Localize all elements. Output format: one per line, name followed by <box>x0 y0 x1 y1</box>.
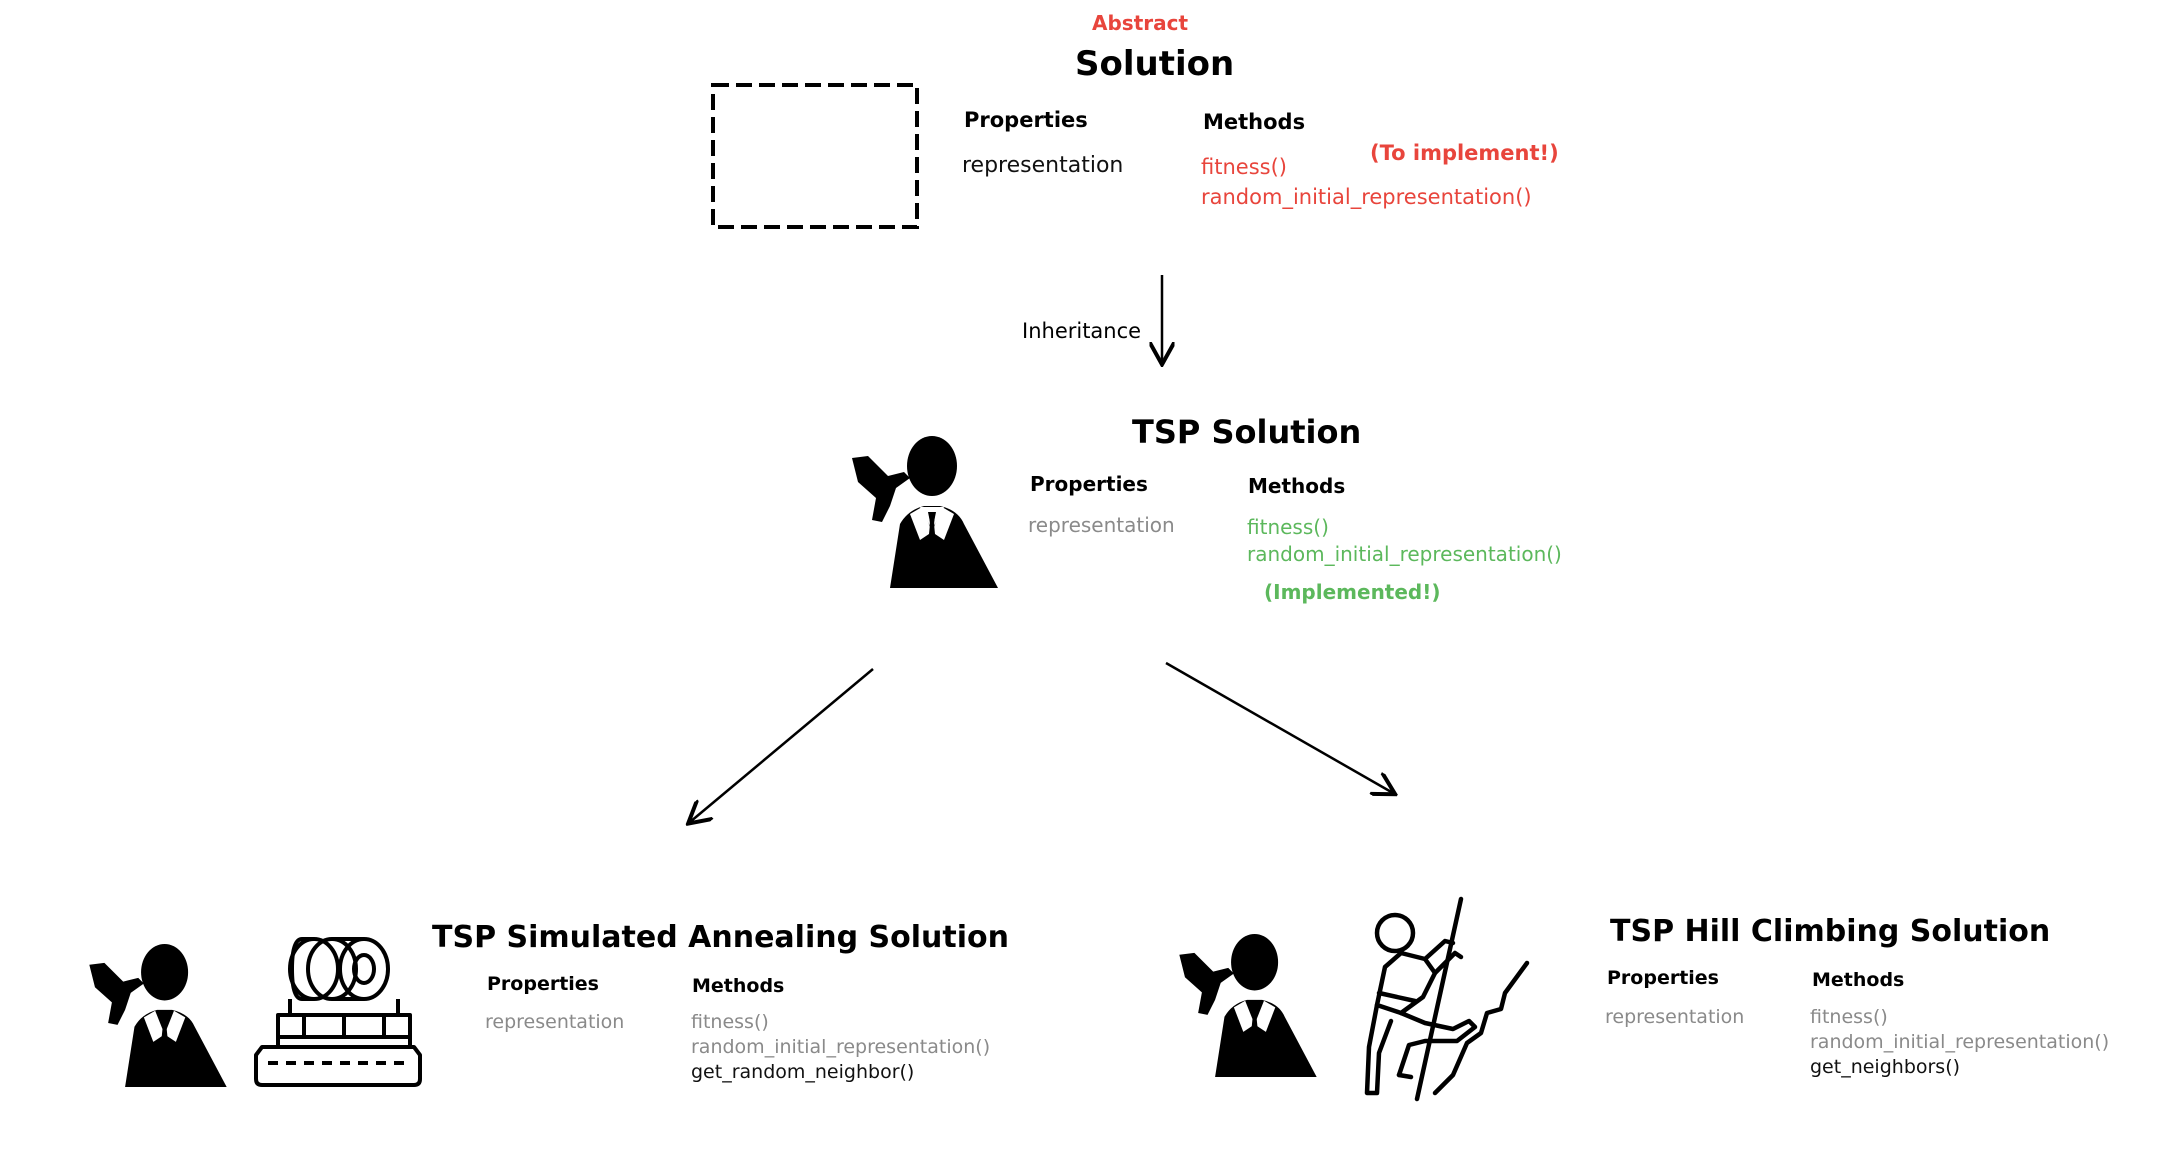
implemented-note: (Implemented!) <box>1264 580 1441 604</box>
hc-method-get-neighbors: get_neighbors() <box>1810 1056 1961 1078</box>
inheritance-label: Inheritance <box>1022 319 1142 343</box>
tsp-method-fitness: fitness() <box>1247 515 1329 539</box>
hc-properties-heading: Properties <box>1607 967 1719 989</box>
climber-icon <box>1364 896 1530 1102</box>
annealing-furnace-icon <box>254 937 422 1087</box>
abstract-solution-title: Solution <box>1075 44 1235 84</box>
tsp-properties-heading: Properties <box>1030 472 1148 496</box>
arrow-to-simulated-annealing <box>690 668 874 822</box>
hc-property-representation: representation <box>1605 1006 1745 1028</box>
abstract-method-random-initial-representation: random_initial_representation() <box>1201 185 1532 209</box>
abstract-property-representation: representation <box>962 153 1124 178</box>
abstract-tag: Abstract <box>1092 11 1189 35</box>
hc-method-fitness: fitness() <box>1810 1006 1888 1028</box>
abstract-properties-heading: Properties <box>964 108 1088 132</box>
tsp-method-random-initial-representation: random_initial_representation() <box>1247 542 1562 566</box>
tsp-property-representation: representation <box>1028 513 1175 537</box>
arrow-to-hill-climbing <box>1165 661 1393 793</box>
sa-properties-heading: Properties <box>487 973 599 995</box>
hc-method-random-initial-representation: random_initial_representation() <box>1810 1031 2110 1053</box>
sa-solution-title: TSP Simulated Annealing Solution <box>432 920 1009 955</box>
salesman-with-plane-icon <box>852 436 998 588</box>
sa-methods-heading: Methods <box>692 975 785 997</box>
tsp-solution-title: TSP Solution <box>1132 413 1362 451</box>
hc-methods-heading: Methods <box>1812 969 1905 991</box>
sa-method-random-initial-representation: random_initial_representation() <box>691 1036 991 1058</box>
sa-method-get-random-neighbor: get_random_neighbor() <box>691 1061 915 1083</box>
abstract-methods-heading: Methods <box>1203 110 1306 134</box>
sa-property-representation: representation <box>485 1011 625 1033</box>
salesman-with-plane-icon <box>89 944 227 1087</box>
salesman-with-plane-icon <box>1179 934 1317 1077</box>
abstract-method-fitness: fitness() <box>1201 155 1287 179</box>
to-implement-note: (To implement!) <box>1370 141 1559 165</box>
abstract-placeholder-dashed-rectangle <box>711 83 919 229</box>
sa-method-fitness: fitness() <box>691 1011 769 1033</box>
tsp-methods-heading: Methods <box>1248 474 1346 498</box>
hc-solution-title: TSP Hill Climbing Solution <box>1610 914 2051 949</box>
